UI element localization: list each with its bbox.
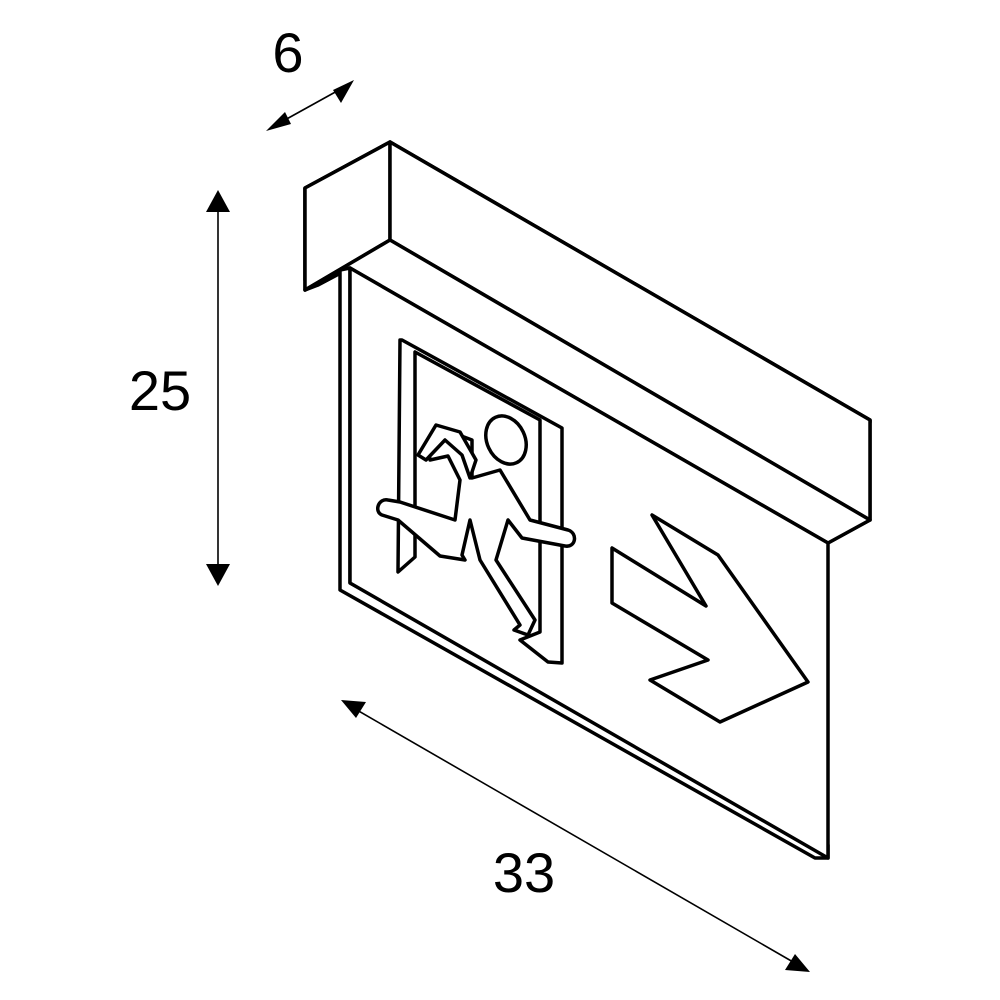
depth-label: 6 xyxy=(272,21,303,84)
dimension-height: 25 xyxy=(129,190,230,586)
sign-housing xyxy=(303,140,872,545)
height-label: 25 xyxy=(129,359,191,422)
width-label: 33 xyxy=(493,841,555,904)
running-man-exit-icon xyxy=(376,414,577,637)
sign-panel xyxy=(338,266,830,860)
dimension-width: 33 xyxy=(341,700,810,972)
dimension-depth: 6 xyxy=(266,21,354,131)
arrow-right-down-icon xyxy=(610,513,810,724)
